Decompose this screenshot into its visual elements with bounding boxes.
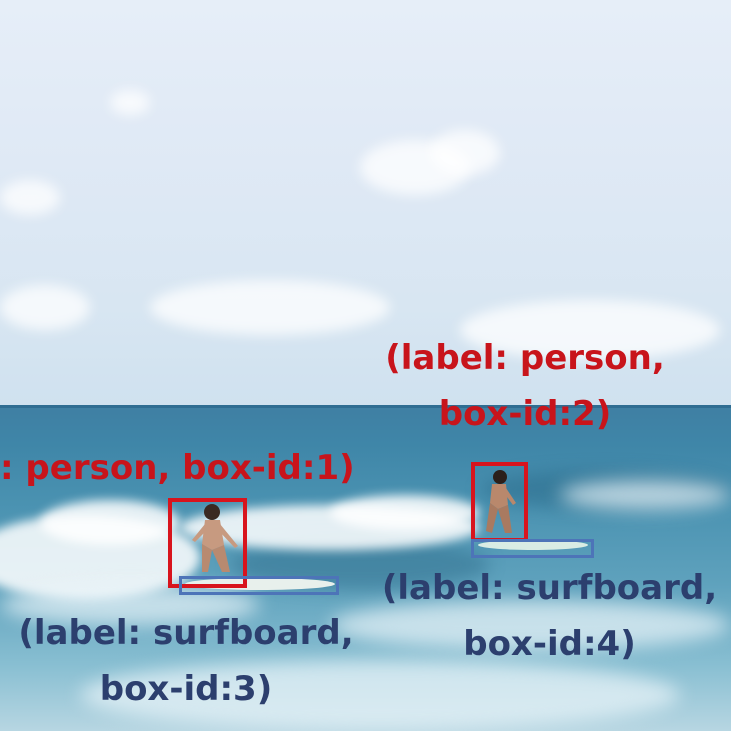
wave-foam	[330, 600, 730, 650]
cloud	[430, 130, 500, 175]
person-label-1-text: : person, box-id:1)	[0, 448, 355, 488]
wave-foam	[330, 495, 480, 530]
surfer-1	[192, 504, 238, 572]
surfer-2	[486, 470, 516, 533]
surfboard-2	[478, 540, 588, 550]
cloud	[0, 285, 90, 330]
cloud	[150, 280, 390, 335]
surfboard-label-4-line1: (label: surfboard,	[381, 568, 718, 608]
wave-foam	[40, 500, 180, 545]
horizon-line	[0, 405, 731, 408]
cloud	[110, 90, 150, 115]
cloud	[0, 180, 60, 215]
person-bounding-box-2	[471, 462, 528, 542]
surfboard-label-3-line2: box-id:3)	[99, 669, 273, 709]
surfboard-label-4-line2: box-id:4)	[463, 624, 636, 664]
person-label-1: : person, box-id:1)	[0, 440, 355, 496]
cloud	[460, 300, 720, 360]
surfboard-bounding-box-3	[179, 576, 339, 595]
surfboard-label-4: (label: surfboard, box-id:4)	[368, 560, 731, 672]
person-label-2-line1: (label: person,	[385, 338, 665, 378]
surfboard-bounding-box-4	[471, 539, 594, 558]
wave-foam	[0, 585, 260, 625]
wave-foam	[560, 480, 731, 510]
surfboard-label-3: (label: surfboard, box-id:3)	[0, 605, 372, 717]
wave-foam	[80, 660, 680, 730]
person-bounding-box-1	[168, 498, 247, 588]
person-label-2: (label: person, box-id:2)	[365, 330, 685, 442]
surfboard-label-3-line1: (label: surfboard,	[18, 613, 354, 653]
person-label-2-line2: box-id:2)	[438, 394, 612, 434]
